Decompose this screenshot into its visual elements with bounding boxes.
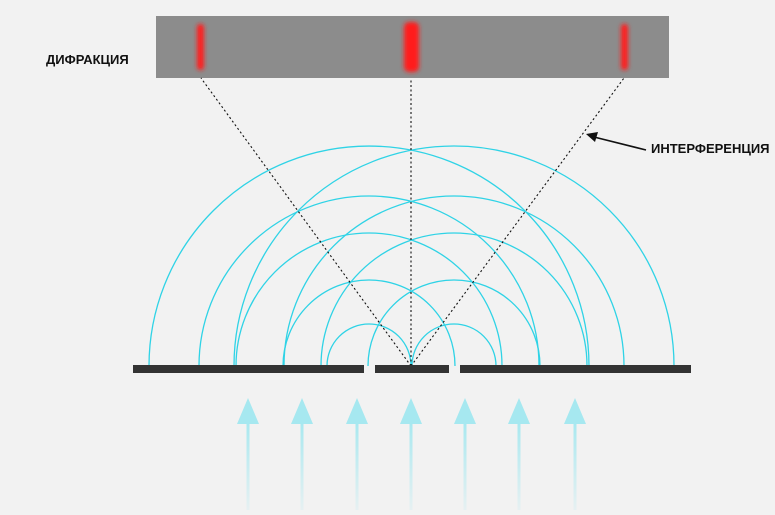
wave-right-2	[367, 279, 541, 367]
wave-left-3	[235, 232, 503, 367]
arrow-up-icon	[346, 398, 368, 510]
slit-barrier	[133, 365, 691, 373]
barrier-middle	[375, 365, 449, 373]
arrow-up-icon	[400, 398, 422, 510]
detection-screen	[156, 16, 669, 78]
wave-left-2	[282, 279, 456, 367]
fringe-center	[404, 22, 419, 72]
incident-light	[237, 398, 586, 510]
wave-left-4	[198, 195, 540, 367]
wave-right-5	[233, 145, 675, 367]
wavefronts	[148, 145, 675, 367]
wave-left-5	[148, 145, 590, 367]
path-to-left-fringe	[200, 77, 412, 367]
interference-label: ИНТЕРФЕРЕНЦИЯ	[651, 141, 770, 156]
barrier-left	[133, 365, 364, 373]
arrow-up-icon	[564, 398, 586, 510]
arrow-left-icon	[586, 132, 647, 151]
arrow-up-icon	[454, 398, 476, 510]
diffraction-label: ДИФРАКЦИЯ	[46, 52, 129, 67]
wave-left-1	[326, 323, 412, 367]
fringe-paths	[200, 77, 625, 367]
arrow-up-icon	[237, 398, 259, 510]
barrier-right	[460, 365, 691, 373]
wave-right-4	[283, 195, 625, 367]
fringe-left	[197, 24, 204, 70]
wave-right-1	[411, 323, 497, 367]
path-to-right-fringe	[410, 77, 625, 367]
fringe-right	[621, 24, 628, 70]
wave-right-3	[320, 232, 588, 367]
arrow-up-icon	[508, 398, 530, 510]
arrow-up-icon	[291, 398, 313, 510]
